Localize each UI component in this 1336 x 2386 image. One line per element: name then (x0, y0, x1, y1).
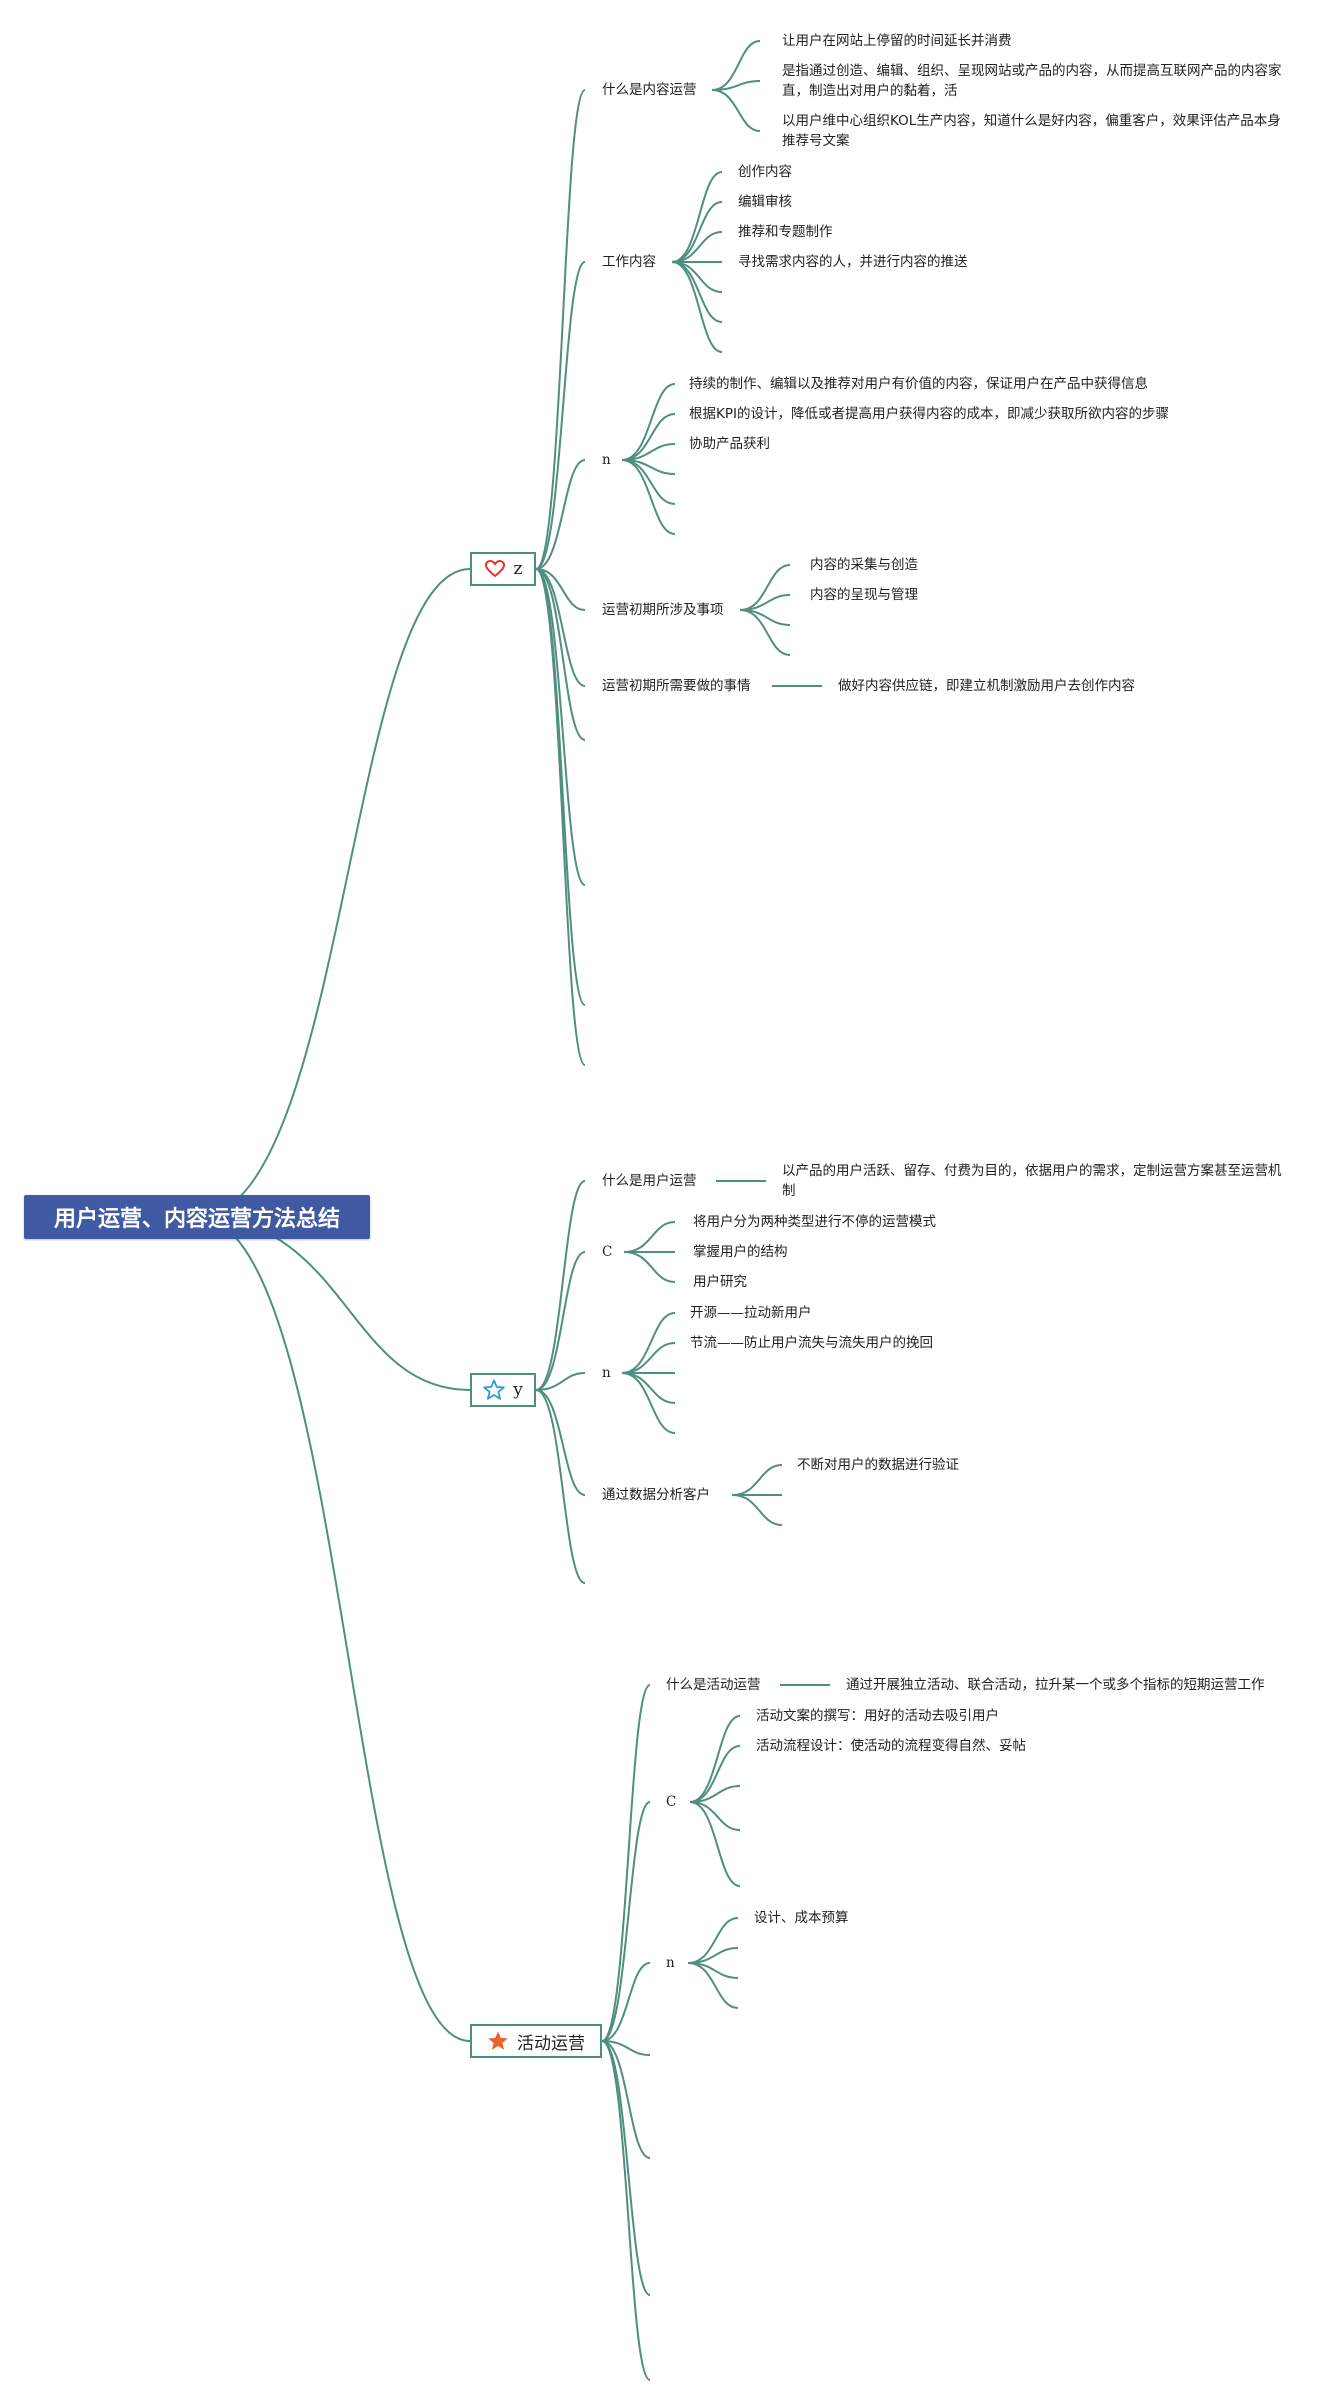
topic-c[interactable]: C (602, 1244, 613, 1260)
leaf-node[interactable]: 将用户分为两种类型进行不停的运营模式 (693, 1214, 936, 1230)
connector-line (535, 568, 586, 1066)
connector-line (739, 609, 791, 656)
connector-line (535, 568, 586, 741)
topic-n[interactable]: n (666, 1955, 675, 1971)
connector-line (601, 2040, 651, 2159)
leaf-node[interactable]: 内容的采集与创造 (810, 557, 918, 573)
root-topic[interactable]: 用户运营、内容运营方法总结 (24, 1195, 370, 1239)
leaf-node[interactable]: 活动文案的撰写：用好的活动去吸引用户 (756, 1708, 999, 1724)
leaf-node[interactable]: 节流——防止用户流失与流失用户的挽回 (690, 1335, 933, 1351)
leaf-node[interactable]: 持续的制作、编辑以及推荐对用户有价值的内容，保证用户在产品中获得信息 (689, 376, 1148, 392)
connector-line (601, 2040, 651, 2056)
leaf-node[interactable]: 编辑审核 (738, 194, 792, 210)
connector-line (535, 1389, 586, 1496)
connector-line (623, 1251, 676, 1283)
connector-line (731, 1494, 783, 1526)
connector-line (601, 2040, 651, 2381)
leaf-node[interactable]: 寻找需求内容的人，并进行内容的推送 (738, 254, 968, 270)
connector-line (731, 1464, 783, 1496)
connector-line (621, 1312, 676, 1374)
connector-line (689, 1801, 741, 1887)
connector-line (689, 1785, 741, 1803)
root-branch-line (196, 568, 471, 1218)
connector-line (671, 261, 723, 353)
leaf-node[interactable]: 掌握用户的结构 (693, 1244, 788, 1260)
connector-line (711, 89, 761, 132)
topic-what-is-content-ops[interactable]: 什么是内容运营 (602, 82, 697, 98)
connector-line (535, 1180, 586, 1391)
leaf-node[interactable]: 根据KPI的设计，降低或者提高用户获得内容的成本，即减少获取所欲内容的步骤 (689, 406, 1169, 422)
leaf-node[interactable]: 协助产品获利 (689, 436, 770, 452)
star-filled-icon (487, 2030, 509, 2052)
heart-icon (484, 558, 506, 580)
branch-label: 活动运营 (517, 2033, 585, 2054)
connector-line (687, 1962, 739, 2009)
topic-what-is-user-ops[interactable]: 什么是用户运营 (602, 1173, 697, 1189)
leaf-node[interactable]: 内容的呈现与管理 (810, 587, 918, 603)
connector-line (689, 1745, 741, 1803)
topic-n[interactable]: n (602, 1365, 611, 1381)
topic-early-scope[interactable]: 运营初期所涉及事项 (602, 602, 724, 618)
connector-line (621, 459, 676, 535)
connector-line (535, 459, 586, 570)
topic-early-todo[interactable]: 运营初期所需要做的事情 (602, 678, 751, 694)
connector-line (535, 261, 586, 570)
connector-line (623, 1221, 676, 1253)
leaf-node[interactable]: 让用户在网站上停留的时间延长并消费 (782, 33, 1012, 49)
leaf-node[interactable]: 以产品的用户活跃、留存、付费为目的，依据用户的需求，定制运营方案甚至运营机制 (782, 1163, 1282, 1199)
root-topic-label: 用户运营、内容运营方法总结 (53, 1207, 340, 1232)
connector-line (689, 1801, 741, 1831)
topic-data-analysis[interactable]: 通过数据分析客户 (602, 1487, 710, 1503)
leaf-node[interactable]: 通过开展独立活动、联合活动，拉升某一个或多个指标的短期运营工作 (846, 1677, 1265, 1693)
leaf-node[interactable]: 是指通过创造、编辑、组织、呈现网站或产品的内容，从而提高互联网产品的内容家直，制… (782, 63, 1282, 99)
leaf-node[interactable]: 开源——拉动新用户 (690, 1305, 812, 1321)
leaf-node[interactable]: 用户研究 (693, 1274, 747, 1290)
connector-line (621, 383, 676, 461)
connector-line (711, 40, 761, 91)
leaf-node[interactable]: 推荐和专题制作 (738, 224, 833, 240)
topic-work-content[interactable]: 工作内容 (602, 254, 656, 270)
star-outline-icon (483, 1379, 505, 1401)
leaf-node[interactable]: 不断对用户的数据进行验证 (797, 1457, 959, 1473)
connector-line (535, 568, 586, 886)
branch-content-ops[interactable]: z (470, 552, 536, 586)
connector-line (621, 1372, 676, 1434)
connector-line (535, 89, 586, 570)
leaf-node[interactable]: 活动流程设计：使活动的流程变得自然、妥帖 (756, 1738, 1026, 1754)
branch-user-ops[interactable]: y (470, 1373, 536, 1407)
leaf-node[interactable]: 做好内容供应链，即建立机制激励用户去创作内容 (838, 678, 1135, 694)
branch-label: y (513, 1380, 523, 1400)
connector-line (535, 1389, 586, 1584)
connector-line (535, 1372, 586, 1391)
connector-line (601, 1684, 651, 2042)
leaf-node[interactable]: 创作内容 (738, 164, 792, 180)
root-branch-line (196, 1216, 471, 1391)
connector-line (689, 1715, 741, 1803)
connector-line (601, 1962, 651, 2042)
connector-line (535, 568, 586, 611)
connector-line (601, 1801, 651, 2042)
topic-c[interactable]: C (666, 1794, 677, 1810)
branch-label: z (513, 559, 523, 579)
connector-line (671, 201, 723, 263)
branch-activity-ops[interactable]: 活动运营 (470, 2024, 602, 2058)
leaf-node[interactable]: 以用户维中心组织KOL生产内容，知道什么是好内容，偏重客户，效果评估产品本身推荐… (782, 113, 1281, 149)
connector-line (601, 2040, 651, 2296)
topic-n[interactable]: n (602, 452, 611, 468)
connector-line (671, 171, 723, 263)
leaf-node[interactable]: 设计、成本预算 (754, 1910, 849, 1926)
topic-what-is-activity-ops[interactable]: 什么是活动运营 (666, 1677, 761, 1693)
connector-line (535, 1251, 586, 1391)
connector-line (671, 261, 723, 323)
root-branch-line (196, 1216, 471, 2042)
